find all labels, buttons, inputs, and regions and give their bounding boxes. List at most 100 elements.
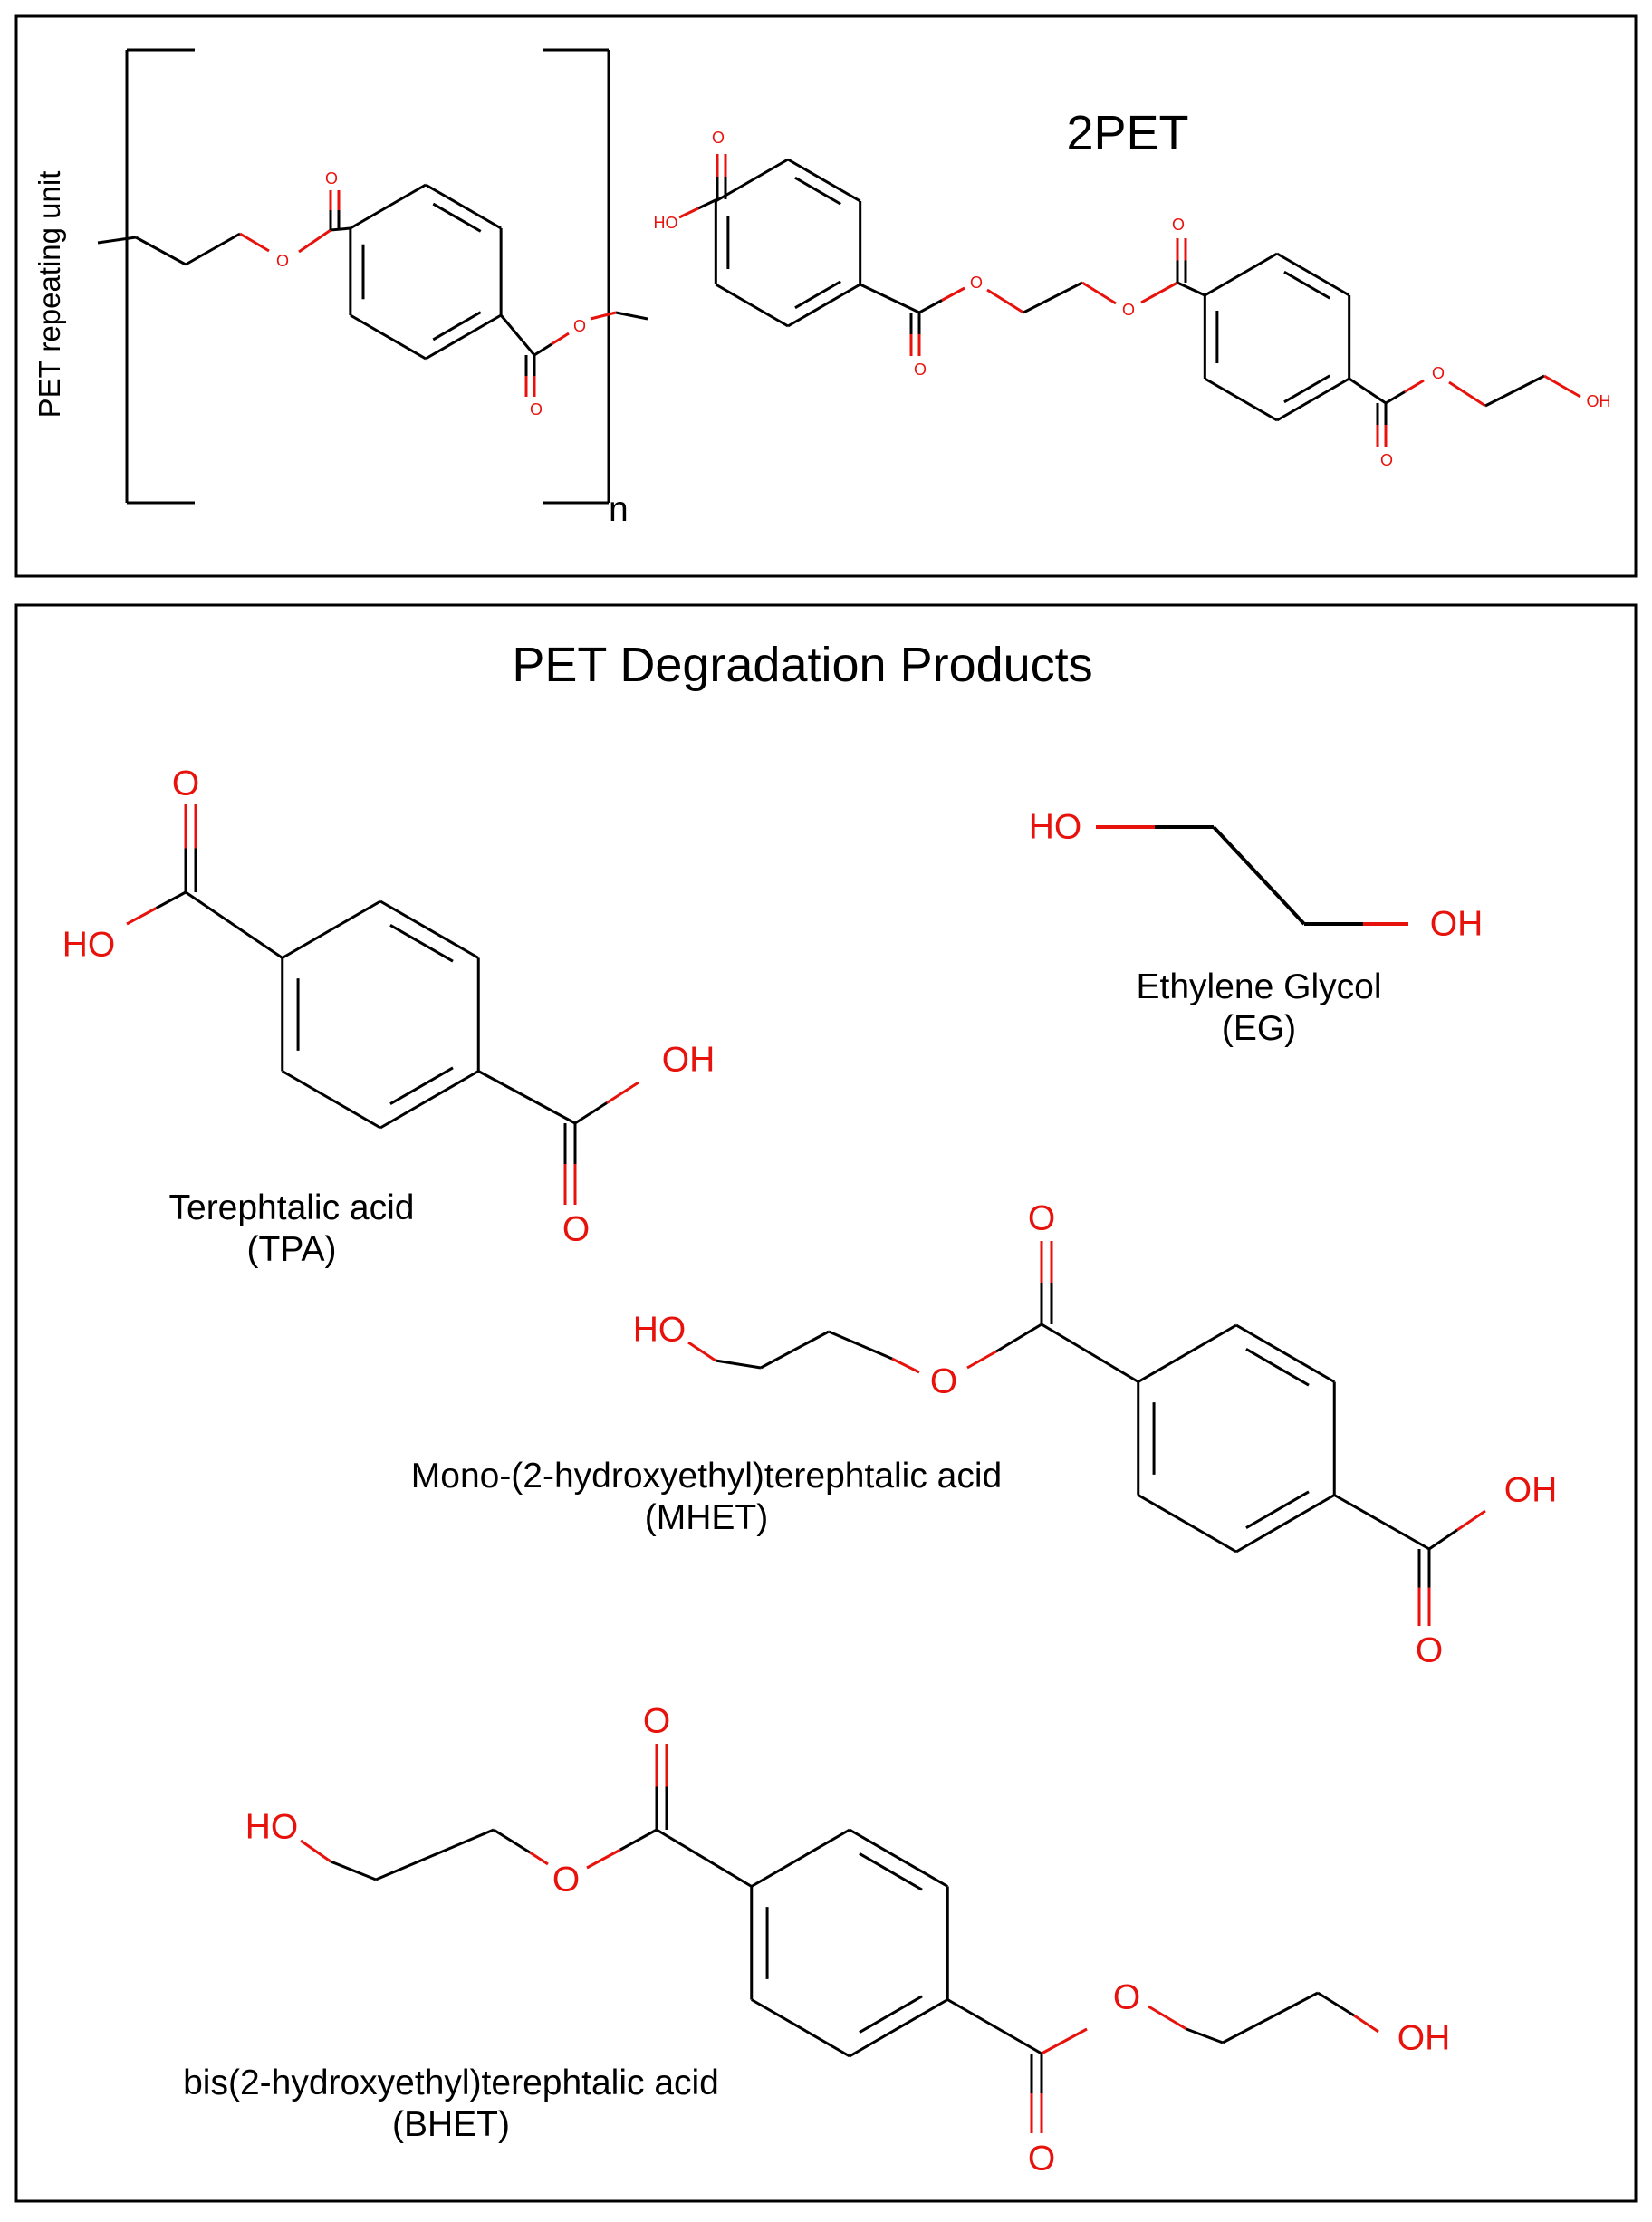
bond: [185, 247, 214, 266]
bond: [760, 1330, 830, 1370]
bond: [697, 197, 718, 210]
ring-double-bond: [389, 1066, 454, 1105]
bond: [1177, 281, 1205, 297]
bond: [159, 249, 187, 266]
bottom-panel-frame: [14, 603, 1638, 2203]
atom-label: O: [1380, 451, 1393, 469]
bond: [620, 1828, 658, 1852]
bond: [1385, 390, 1406, 405]
pet-repeating-unit-label: PET repeating unit: [33, 171, 66, 418]
ring-bond: [1137, 1494, 1237, 1553]
atom-label: O: [276, 252, 289, 270]
ring-bond: [715, 158, 789, 203]
atom-label: O: [1172, 216, 1185, 234]
ring-bond: [750, 1828, 850, 1888]
bhet-ring: [750, 1828, 949, 2058]
bond: [1023, 281, 1083, 314]
atom-label: HO: [245, 1808, 299, 1847]
atom-label: O: [325, 169, 338, 188]
bhet-name: bis(2-hydroxyethyl)terephtalic acid: [183, 2063, 719, 2102]
ring-double-bond: [1283, 374, 1330, 404]
atom-label: O: [1122, 301, 1135, 319]
ring-bond: [425, 313, 502, 361]
bond: [941, 286, 965, 302]
atom-label: O: [530, 400, 543, 418]
bond: [1456, 1509, 1486, 1532]
bond: [1404, 379, 1425, 393]
bond: [185, 890, 283, 959]
atom-label: O: [970, 274, 983, 292]
bond: [860, 283, 920, 314]
2pet-ring-2: [1203, 252, 1351, 422]
bond: [1041, 2027, 1088, 2055]
atom-label: O: [1028, 1199, 1055, 1238]
ring-bond: [849, 1998, 949, 2058]
atom-label: HO: [654, 214, 678, 232]
bond: [1448, 380, 1486, 408]
tpa-name: Terephtalic acid: [169, 1188, 415, 1227]
ring-bond: [350, 313, 427, 361]
atom-label: O: [914, 361, 927, 379]
bond: [918, 299, 943, 314]
bond: [533, 342, 552, 357]
bond: [529, 1851, 549, 1866]
bond: [966, 1350, 997, 1370]
ring-bond: [1204, 252, 1278, 297]
ring-bond: [379, 899, 480, 959]
ring-double-bond: [389, 924, 454, 963]
bond: [551, 332, 570, 346]
atom-label: O: [1113, 1978, 1140, 2017]
title-2pet: 2PET: [1066, 106, 1188, 160]
bond: [1348, 377, 1387, 405]
atom-label: O: [552, 1861, 580, 1900]
ring-double-bond: [794, 176, 841, 206]
bond: [499, 314, 536, 356]
atom-label: HO: [633, 1311, 687, 1350]
bond: [212, 232, 241, 251]
bond: [135, 236, 162, 253]
chain-end: [615, 311, 648, 321]
ring-bond: [1235, 1323, 1336, 1383]
bond: [678, 207, 699, 219]
bond: [1317, 1991, 1355, 2017]
bond: [1140, 281, 1178, 304]
degradation-products-title: PET Degradation Products: [512, 638, 1092, 692]
2pet-ring-1: [714, 158, 862, 328]
atom-label: OH: [1397, 2019, 1451, 2058]
mhet-name: Mono-(2-hydroxyethyl)terephtalic acid: [411, 1457, 1002, 1496]
atom-label: O: [562, 1210, 590, 1249]
atom-label: O: [1028, 2140, 1055, 2179]
atom-label: HO: [1029, 808, 1082, 847]
ring-bond: [281, 899, 381, 959]
ring-double-bond: [794, 280, 841, 310]
chain-end: [97, 236, 137, 245]
bhet-abbrev: (BHET): [392, 2105, 510, 2144]
eg-name: Ethylene Glycol: [1137, 967, 1382, 1006]
bond: [1212, 825, 1306, 926]
ring-double-bond: [859, 1852, 923, 1891]
bond: [1186, 2027, 1224, 2044]
bond: [590, 311, 617, 321]
ring-bond: [849, 1828, 949, 1888]
ring-bond: [281, 1070, 381, 1130]
bond: [687, 1341, 716, 1362]
atom-label: OH: [1430, 905, 1484, 944]
bond: [330, 226, 351, 232]
eg-abbrev: (EG): [1222, 1009, 1296, 1048]
ring-bond: [1137, 1323, 1237, 1383]
bond: [477, 1070, 576, 1125]
pet-ring: [349, 183, 503, 361]
atom-label: OH: [1587, 392, 1611, 410]
bond: [995, 1323, 1042, 1353]
bond: [300, 1839, 331, 1863]
bond: [1543, 374, 1581, 399]
atom-label: O: [930, 1362, 957, 1401]
bond: [1222, 1991, 1319, 2044]
ring-bond: [1276, 377, 1350, 422]
bond: [330, 1860, 377, 1881]
ring-bond: [425, 183, 502, 230]
